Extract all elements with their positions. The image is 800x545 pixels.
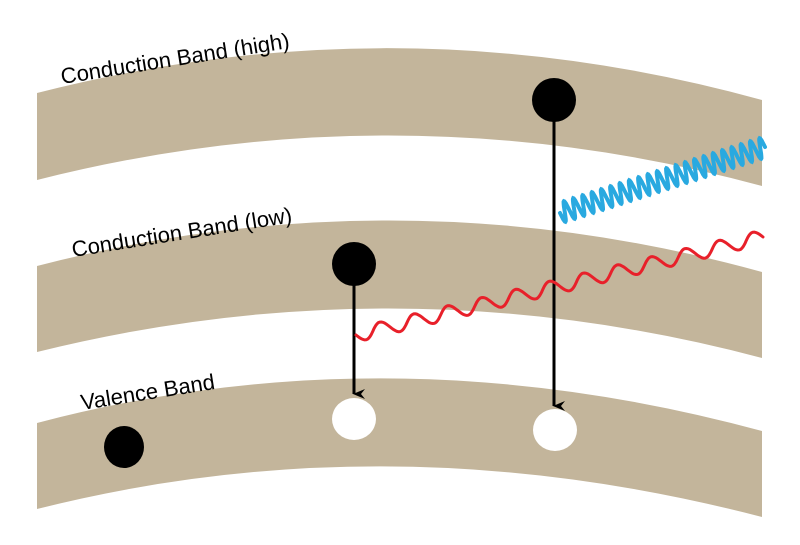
photon-low-energy (354, 230, 765, 342)
band-conduction-low (37, 220, 762, 358)
hole-valence-1 (332, 398, 376, 440)
hole-valence-2 (533, 409, 577, 451)
photon-high-energy (558, 135, 767, 225)
electron-conduction-low (332, 242, 376, 286)
electron-valence (104, 426, 144, 468)
electron-conduction-high (532, 78, 576, 122)
band-valence (37, 378, 762, 517)
band-conduction-high (37, 48, 762, 187)
